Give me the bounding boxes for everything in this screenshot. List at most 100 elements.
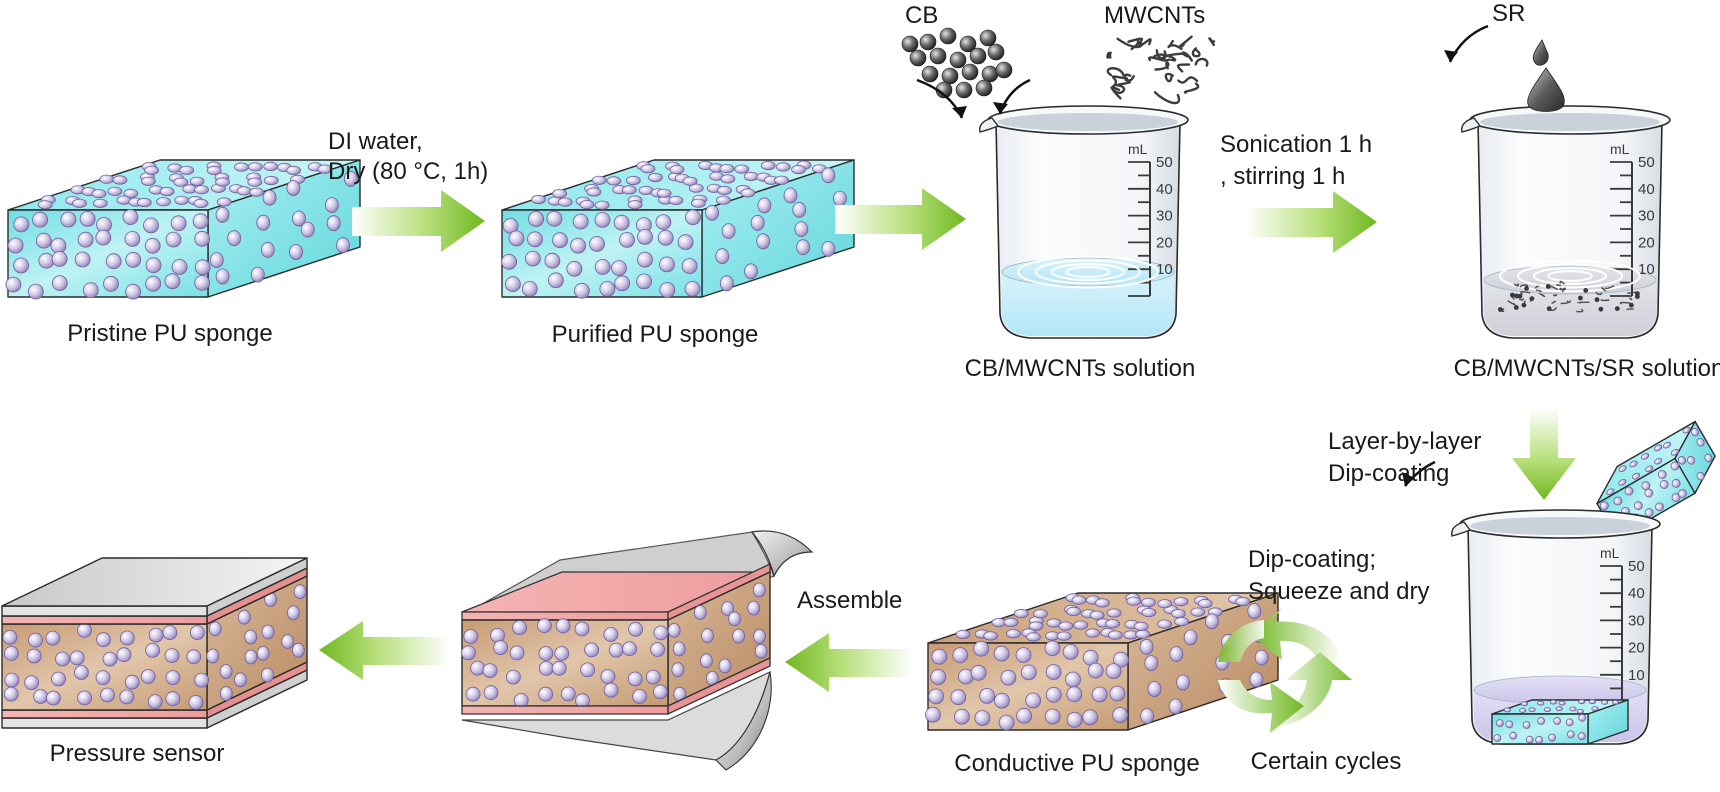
pore [557, 197, 573, 207]
pore [509, 645, 525, 661]
pore [552, 189, 567, 199]
pore [586, 187, 602, 197]
pore [701, 628, 714, 644]
pore [538, 686, 554, 702]
ripple [1065, 266, 1111, 278]
pore [1503, 707, 1512, 713]
pore [136, 197, 152, 208]
pore [1190, 607, 1206, 617]
pore [1613, 496, 1623, 506]
pore [669, 165, 685, 175]
pore [186, 649, 202, 665]
pore [50, 237, 67, 254]
pore [979, 688, 995, 704]
ripple [1017, 255, 1159, 289]
pore [170, 215, 187, 232]
pore [572, 213, 589, 230]
pore [993, 645, 1010, 662]
pore [715, 248, 730, 265]
pore [637, 228, 653, 245]
pore [291, 210, 306, 227]
pore [1578, 713, 1587, 722]
pore [672, 641, 686, 657]
arrow-left-2 [319, 621, 450, 680]
pore [667, 623, 681, 638]
pore [508, 230, 525, 247]
pore [5, 276, 22, 293]
pore [35, 232, 52, 249]
pore [1687, 456, 1696, 465]
pore [1696, 437, 1705, 447]
pore [215, 206, 230, 223]
pore [194, 230, 211, 247]
pore [237, 609, 251, 625]
pore [931, 648, 948, 665]
pore [470, 660, 486, 676]
pore [1173, 596, 1189, 607]
scale-label: 20 [1628, 640, 1645, 657]
sponge-front-face [7, 209, 209, 298]
pore [705, 204, 719, 221]
pore [653, 684, 668, 700]
pore [148, 627, 164, 643]
scale-label: 10 [1156, 261, 1173, 278]
dispersed-particles [1497, 280, 1640, 313]
pore [740, 188, 756, 198]
pore [721, 223, 736, 240]
beaker-spout [979, 117, 1000, 133]
pore [1505, 720, 1514, 729]
arrow-left-1 [785, 633, 913, 692]
pore [1109, 685, 1126, 702]
pore [1044, 708, 1061, 725]
pore [482, 663, 498, 678]
pore [286, 180, 301, 196]
pore [263, 175, 279, 186]
pore [1657, 470, 1667, 479]
pore [636, 273, 652, 290]
beaker-liquid [1484, 280, 1656, 336]
pore [983, 631, 999, 641]
pore [1600, 501, 1609, 511]
pore [124, 230, 141, 247]
pore [1112, 707, 1129, 723]
label-cb: CB [905, 2, 939, 29]
pore [219, 686, 233, 701]
pore [13, 257, 30, 274]
pore [261, 624, 275, 640]
pore [750, 214, 765, 231]
pore [300, 221, 315, 238]
pore [974, 710, 991, 726]
pore [164, 273, 181, 290]
pore [206, 648, 220, 664]
pore [26, 648, 42, 664]
pore [24, 675, 40, 690]
pore [227, 230, 242, 247]
pore [747, 600, 761, 616]
scale-unit: mL [1610, 141, 1630, 157]
pore [171, 258, 188, 275]
pore [570, 237, 586, 254]
pore [1624, 486, 1634, 496]
pore [1028, 621, 1044, 631]
ripple [1533, 267, 1607, 285]
pore [718, 658, 732, 674]
pore [1026, 632, 1041, 642]
pore [1235, 596, 1251, 607]
pore [552, 232, 568, 249]
pore [1020, 664, 1037, 681]
pore [1496, 719, 1504, 727]
pore [1690, 427, 1700, 437]
pore [821, 167, 836, 184]
mwcnt-tangle-icon [1106, 35, 1216, 105]
pore [215, 268, 230, 285]
pore [775, 162, 791, 172]
pore [122, 209, 139, 226]
pore [263, 161, 279, 171]
pore [236, 186, 252, 196]
pore [1056, 631, 1072, 641]
pore [1168, 698, 1183, 715]
pore [173, 177, 189, 187]
pore [655, 214, 672, 231]
label-step5-line1: Dip-coating; [1248, 546, 1377, 573]
